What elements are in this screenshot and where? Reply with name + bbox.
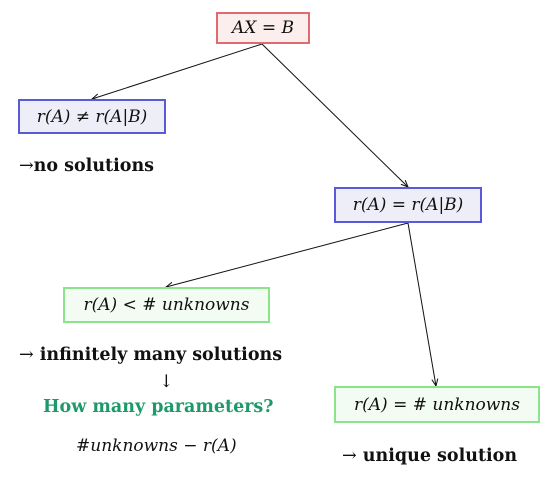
no-solutions-result: →no solutions [19, 156, 154, 176]
unique-solution-result: → unique solution [342, 446, 517, 466]
rank-equals-unknowns-label: r(A) = # unknowns [354, 394, 520, 415]
no-solutions-text: no solutions [33, 156, 155, 176]
rank-mismatch-node: r(A) ≠ r(A|B) [18, 99, 166, 134]
edge-right-to-fewer [166, 222, 409, 287]
root-node: AX = B [216, 12, 310, 44]
edge-root-to-right [261, 43, 408, 187]
edge-right-to-equal [407, 222, 436, 386]
unique-solution-text: unique solution [362, 446, 518, 466]
parameters-question: How many parameters? [43, 397, 274, 417]
edge-root-to-left [92, 43, 263, 99]
rank-less-than-unknowns-node: r(A) < # unknowns [63, 287, 270, 323]
rank-equals-unknowns-node: r(A) = # unknowns [334, 386, 540, 423]
result-arrow-icon: → [19, 156, 34, 176]
infinitely-many-result: → infinitely many solutions [19, 345, 282, 365]
result-arrow-icon: → [342, 446, 357, 466]
rank-mismatch-label: r(A) ≠ r(A|B) [36, 106, 148, 127]
rank-equal-label: r(A) = r(A|B) [352, 195, 464, 215]
result-arrow-icon: → [19, 345, 34, 365]
down-arrow-icon: ↓ [159, 372, 174, 392]
parameters-formula: #unknowns − r(A) [76, 436, 237, 456]
infinitely-many-text: infinitely many solutions [39, 345, 283, 365]
rank-less-label: r(A) < # unknowns [83, 295, 250, 315]
root-node-label: AX = B [232, 18, 294, 38]
rank-equal-node: r(A) = r(A|B) [334, 187, 482, 223]
